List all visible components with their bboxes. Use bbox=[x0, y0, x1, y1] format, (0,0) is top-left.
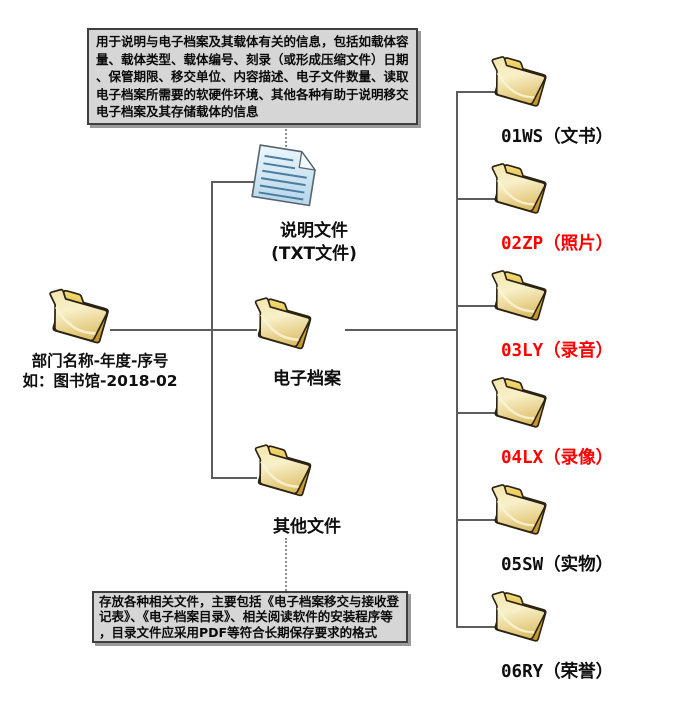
dotted-connector-line bbox=[285, 538, 287, 591]
folder-icon bbox=[483, 374, 555, 438]
connector-line bbox=[110, 329, 257, 331]
category-folder-node: 06RY（荣誉） bbox=[456, 584, 671, 691]
connector-line bbox=[211, 181, 213, 479]
root-folder-label-line1: 部门名称-年度-序号 bbox=[31, 352, 169, 370]
category-folder-label: 06RY（荣誉） bbox=[501, 662, 614, 682]
connector-line bbox=[456, 626, 502, 628]
doc-node-label-line2: (TXT文件) bbox=[271, 244, 357, 264]
category-folder-label: 04LX（录像） bbox=[501, 448, 614, 468]
connector-line bbox=[456, 305, 502, 307]
category-folder-node: 03LY（录音） bbox=[456, 263, 671, 370]
top-annotation-box: 用于说明与电子档案及其载体有关的信息，包括如载体容量、载体类型、载体编号、刻录（… bbox=[87, 28, 418, 125]
folder-icon bbox=[483, 267, 555, 331]
category-folder-node: 01WS（文书） bbox=[456, 49, 671, 156]
connector-line bbox=[456, 412, 502, 414]
folder-icon bbox=[40, 286, 118, 354]
category-folder-node: 02ZP（照片） bbox=[456, 156, 671, 263]
category-folder-label: 02ZP（照片） bbox=[501, 234, 614, 254]
archive-folder-label: 电子档案 bbox=[273, 369, 341, 389]
doc-node-label: 说明文件 (TXT文件) bbox=[250, 220, 378, 266]
top-annotation-text: 用于说明与电子档案及其载体有关的信息，包括如载体容量、载体类型、载体编号、刻录（… bbox=[96, 34, 409, 120]
folder-icon bbox=[483, 160, 555, 224]
connector-line bbox=[456, 91, 458, 628]
other-folder-label: 其他文件 bbox=[273, 517, 341, 537]
category-folder-node: 05SW（实物） bbox=[456, 477, 671, 584]
folder-icon bbox=[246, 294, 320, 360]
category-folder-label: 01WS（文书） bbox=[501, 127, 614, 147]
category-folder-label: 03LY（录音） bbox=[501, 341, 614, 361]
category-folder-node: 04LX（录像） bbox=[456, 370, 671, 477]
connector-line bbox=[211, 181, 256, 183]
connector-line bbox=[456, 198, 502, 200]
root-folder-label: 部门名称-年度-序号 如：图书馆-2018-02 bbox=[6, 352, 194, 391]
category-folder-label: 05SW（实物） bbox=[501, 555, 614, 575]
bottom-annotation-box: 存放各种相关文件，主要包括《电子档案移交与接收登记表》、《电子档案目录》、相关阅… bbox=[92, 591, 408, 643]
folder-icon bbox=[246, 441, 320, 507]
doc-node-label-line1: 说明文件 bbox=[280, 221, 348, 241]
connector-line bbox=[345, 329, 458, 331]
bottom-annotation-text: 存放各种相关文件，主要包括《电子档案移交与接收登记表》、《电子档案目录》、相关阅… bbox=[99, 594, 400, 640]
folder-icon bbox=[483, 588, 555, 652]
folder-icon bbox=[483, 481, 555, 545]
root-folder-label-line2: 如：图书馆-2018-02 bbox=[22, 371, 178, 390]
folder-icon bbox=[483, 53, 555, 117]
document-icon bbox=[246, 144, 324, 212]
connector-line bbox=[456, 91, 502, 93]
connector-line bbox=[456, 519, 502, 521]
dotted-connector-line bbox=[285, 126, 287, 158]
connector-line bbox=[211, 477, 257, 479]
